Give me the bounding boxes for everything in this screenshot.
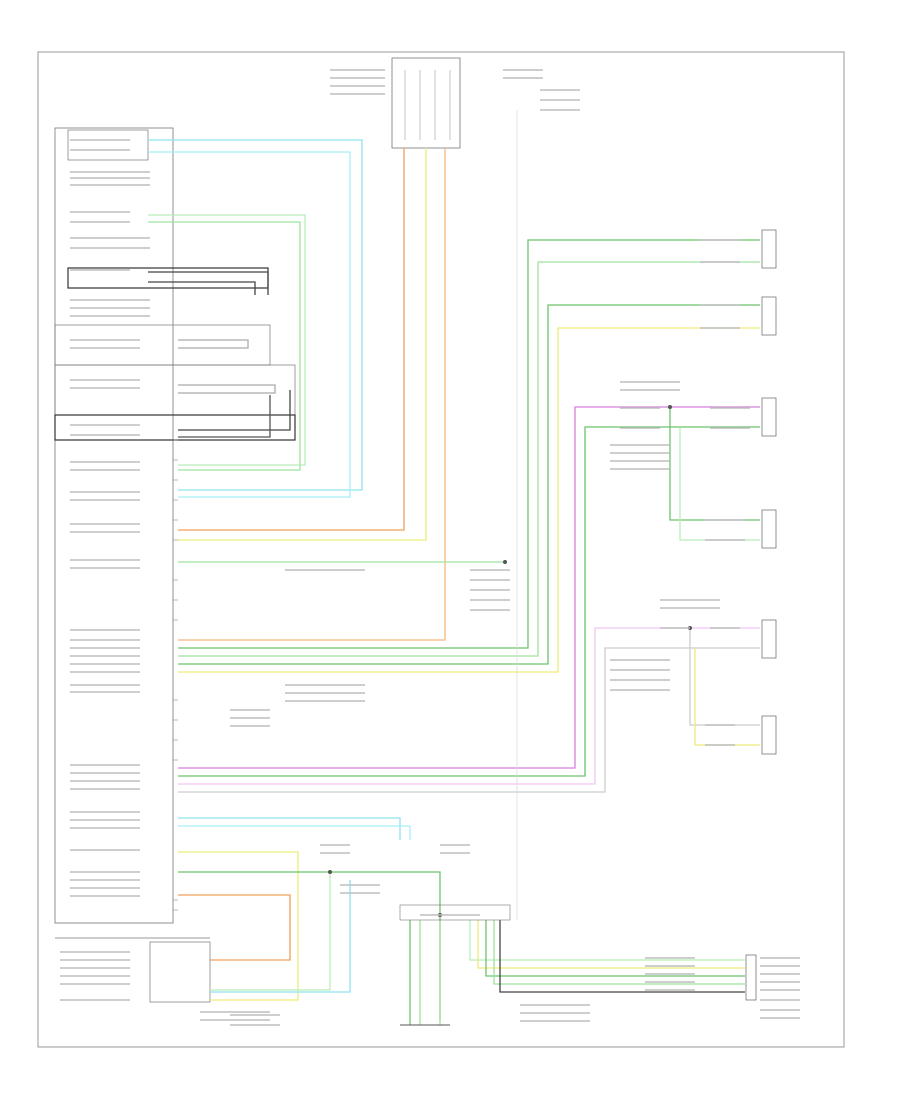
wire-green-1 <box>178 239 760 649</box>
wire-gray-4 <box>689 628 760 726</box>
right-rear-door-speaker <box>761 509 777 549</box>
bottom-right-connector <box>745 954 757 1001</box>
splice-dot-1 <box>503 560 507 564</box>
wire-cyan-5 <box>210 880 351 993</box>
sub-box-3 <box>54 324 271 366</box>
wire-yellow-2 <box>178 327 760 673</box>
splice-dot-4 <box>328 870 332 874</box>
left-front-door-speaker <box>761 619 777 659</box>
wire-violet-1 <box>178 406 760 769</box>
bottom-left-connector <box>55 937 211 1003</box>
wire-ltgreen-3 <box>178 560 506 563</box>
wire-bottom-4 <box>493 920 745 985</box>
pin-ticks <box>173 439 178 911</box>
wire-orange-1 <box>178 148 405 531</box>
wire-gray-3 <box>178 647 760 793</box>
wire-green-4 <box>178 426 760 777</box>
amp-top <box>391 57 461 149</box>
splice-markers <box>328 405 692 917</box>
wire-bottom-5 <box>499 920 745 993</box>
wire-ltgreen-4 <box>679 427 760 541</box>
wire-black-1 <box>148 271 269 295</box>
sub-box-5 <box>54 414 296 441</box>
sub-box-1 <box>67 129 149 161</box>
wire-ltgreen-1 <box>148 214 306 466</box>
wire-orange-2 <box>178 148 446 641</box>
left-front-speaker <box>761 229 777 269</box>
wire-green-5 <box>669 407 760 521</box>
pin-label-marks <box>60 69 800 1026</box>
wire-black-3 <box>178 390 291 431</box>
splice-dot-2 <box>668 405 672 409</box>
wire-ltgreen-5 <box>210 872 331 991</box>
wire-ltgreen-2 <box>148 221 301 471</box>
left-rear-door-speaker <box>761 715 777 755</box>
main-connector <box>54 127 296 924</box>
wire-violet-2 <box>178 627 760 785</box>
wire-cyan-1 <box>148 139 363 491</box>
wire-green-6 <box>178 871 441 1020</box>
wire-cyan-4 <box>178 825 411 840</box>
wire-bottom-2 <box>477 920 745 969</box>
right-front-door-speaker <box>761 397 777 437</box>
wire-black-2 <box>148 281 256 295</box>
wire-green-3 <box>178 304 760 665</box>
wire-gray-1 <box>178 339 249 349</box>
right-front-speaker <box>761 296 777 336</box>
wire-gray-2 <box>178 384 276 394</box>
sub-box-2 <box>67 267 269 289</box>
wire-cyan-3 <box>178 817 401 840</box>
wire-bottom-1 <box>469 920 745 961</box>
wire-orange-3 <box>178 894 291 961</box>
wire-yellow-3 <box>694 648 760 746</box>
wires <box>148 110 760 1025</box>
wire-bottom-3 <box>485 920 745 977</box>
wire-black-4 <box>178 395 271 438</box>
bottom-splice <box>399 904 511 921</box>
wire-yellow-1 <box>178 148 427 541</box>
wire-yellow-4 <box>178 851 299 1001</box>
sub-box-4 <box>54 364 296 416</box>
diagram-frame <box>37 51 845 1048</box>
wire-green-2 <box>178 261 760 657</box>
wire-cyan-2 <box>148 151 351 498</box>
